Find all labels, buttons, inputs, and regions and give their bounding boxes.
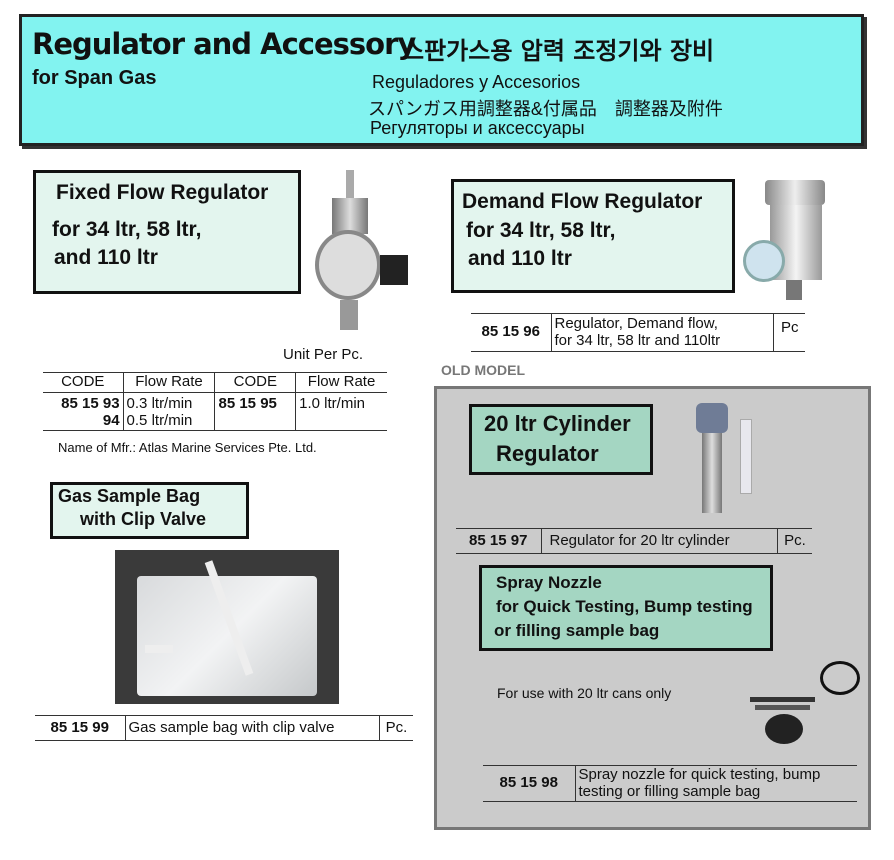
- fixed-flow-capacity: for 34 ltr, 58 ltr,: [52, 218, 202, 242]
- spray-nozzle-image: [745, 659, 865, 744]
- gas-sample-bag-title-2: with Clip Valve: [80, 509, 207, 530]
- product-code: 85 15 93: [61, 395, 120, 412]
- spray-nozzle-title-2: for Quick Testing, Bump testing: [496, 596, 753, 616]
- cylinder-regulator-table: 85 15 97 Regulator for 20 ltr cylinder P…: [456, 528, 812, 554]
- unit-label: Unit Per Pc.: [283, 346, 364, 363]
- product-description: Gas sample bag with clip valve: [125, 715, 380, 741]
- fixed-flow-title: Fixed Flow Regulator: [56, 181, 269, 204]
- flow-rate: 0.3 ltr/min: [126, 395, 193, 412]
- col-header-flow-rate: Flow Rate: [123, 372, 216, 393]
- gas-sample-bag-table: 85 15 99 Gas sample bag with clip valve …: [35, 715, 413, 741]
- title-spanish: Reguladores y Accesorios: [372, 72, 581, 92]
- gas-sample-bag-title-box: Gas Sample Bag with Clip Valve: [50, 482, 249, 539]
- unit: Pc: [780, 319, 799, 336]
- header-banner: Regulator and Accessory 스판가스용 압력 조정기와 장비…: [19, 14, 864, 146]
- demand-flow-title: Demand Flow Regulator: [462, 190, 703, 213]
- spray-nozzle-table: 85 15 98 Spray nozzle for quick testing,…: [483, 765, 857, 802]
- product-description: Spray nozzle for quick testing, bump: [578, 766, 821, 783]
- fixed-flow-title-box: Fixed Flow Regulator for 34 ltr, 58 ltr,…: [33, 170, 301, 294]
- product-description: Regulator for 20 ltr cylinder: [541, 528, 778, 554]
- spray-nozzle-title-box: Spray Nozzle for Quick Testing, Bump tes…: [479, 565, 773, 651]
- demand-flow-regulator-image: [740, 180, 840, 305]
- col-header-code: CODE: [43, 372, 124, 393]
- page-subtitle: for Span Gas: [32, 67, 157, 89]
- cylinder-regulator-title-2: Regulator: [496, 440, 599, 466]
- product-code: 85 15 97: [456, 528, 542, 554]
- manufacturer-name: Name of Mfr.: Atlas Marine Services Pte.…: [58, 440, 317, 455]
- product-code: 85 15 98: [483, 765, 576, 802]
- product-description-2: for 34 ltr, 58 ltr and 110ltr: [554, 331, 721, 349]
- demand-flow-capacity: for 34 ltr, 58 ltr,: [466, 219, 616, 243]
- old-model-panel: 20 ltr Cylinder Regulator 85 15 97 Regul…: [434, 386, 871, 830]
- product-code: 85 15 96: [471, 313, 552, 352]
- spray-nozzle-title-3: or filling sample bag: [494, 620, 660, 640]
- demand-flow-title-box: Demand Flow Regulator for 34 ltr, 58 ltr…: [451, 179, 735, 293]
- col-header-flow-rate-2: Flow Rate: [307, 373, 376, 391]
- product-code: 85 15 99: [35, 715, 126, 741]
- old-model-label: OLD MODEL: [441, 362, 525, 378]
- gas-sample-bag-image: [115, 550, 339, 704]
- product-code: 94: [102, 411, 120, 429]
- unit: Pc.: [385, 718, 408, 736]
- title-korean: 스판가스용 압력 조정기와 장비: [402, 37, 715, 65]
- page-title: Regulator and Accessory: [32, 27, 416, 61]
- gas-sample-bag-title: Gas Sample Bag: [58, 486, 201, 506]
- unit: Pc.: [784, 531, 806, 549]
- fixed-flow-regulator-image: [310, 170, 410, 335]
- product-description: Regulator, Demand flow,: [554, 315, 718, 332]
- cylinder-regulator-image: [692, 399, 792, 519]
- cylinder-regulator-title: 20 ltr Cylinder: [484, 411, 631, 436]
- demand-flow-table: 85 15 96 Regulator, Demand flow,for 34 l…: [471, 313, 805, 352]
- title-japanese: スパンガス用調整器&付属品 調整器及附件: [368, 99, 723, 119]
- flow-rate: 0.5 ltr/min: [126, 411, 193, 429]
- col-header-code-2: CODE: [214, 372, 297, 393]
- product-description-2: testing or filling sample bag: [578, 782, 761, 800]
- cylinder-regulator-title-box: 20 ltr Cylinder Regulator: [469, 404, 653, 475]
- flow-rate: 1.0 ltr/min: [299, 395, 365, 412]
- fixed-flow-capacity-2: and 110 ltr: [54, 245, 158, 269]
- spray-nozzle-note: For use with 20 ltr cans only: [497, 685, 672, 701]
- spray-nozzle-title: Spray Nozzle: [496, 573, 602, 592]
- demand-flow-capacity-2: and 110 ltr: [468, 246, 572, 270]
- product-code: 85 15 95: [214, 392, 297, 431]
- title-russian: Регуляторы и аксессуары: [370, 118, 585, 138]
